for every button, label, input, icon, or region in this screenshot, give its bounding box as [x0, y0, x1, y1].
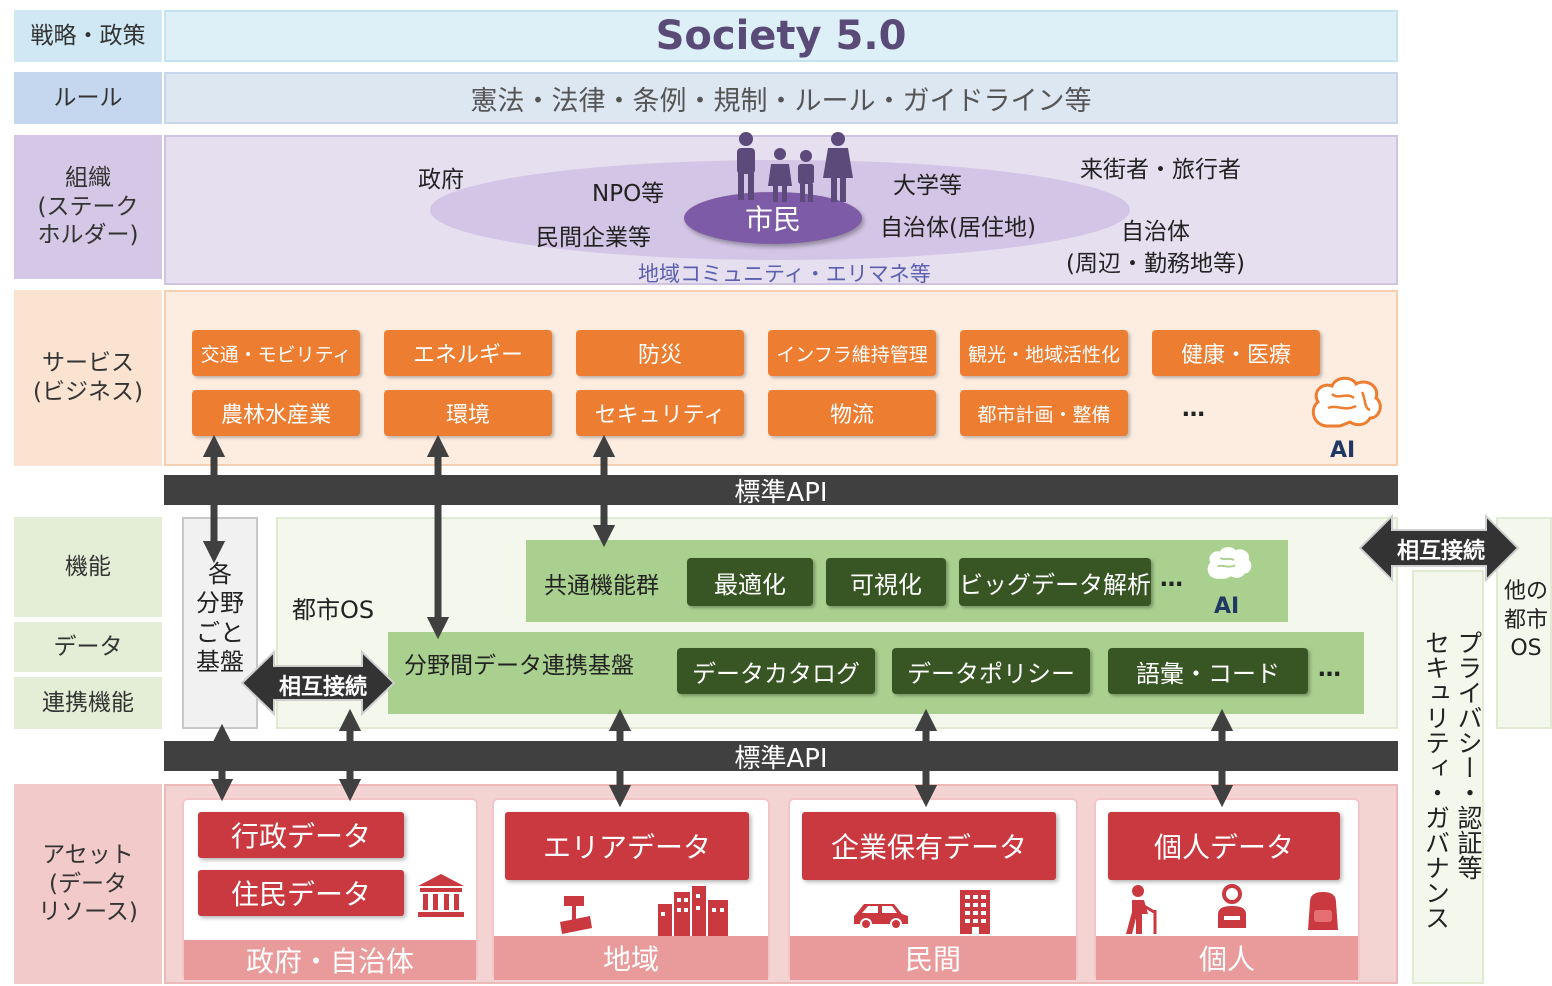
service-band: [164, 290, 1398, 466]
stakeholder-government: 政府: [418, 167, 464, 193]
stakeholder-community: 地域コミュニティ・エリマネ等: [638, 262, 931, 286]
society-title: Society 5.0: [655, 13, 907, 59]
ai-brain-icon: [1311, 376, 1382, 428]
service-more: …: [1182, 396, 1205, 422]
function-more: …: [1160, 566, 1183, 592]
row-label-strategy: 戦略・政策: [14, 10, 162, 62]
mutual-connect-arrow-left: [240, 649, 396, 717]
mutual-connect-label-left: 相互接続: [278, 675, 367, 700]
person-icon: [1218, 884, 1246, 928]
service-item: 都市計画・整備: [960, 390, 1128, 436]
asset-label-personal: 個人: [1096, 936, 1358, 980]
government-building-icon: [418, 874, 464, 917]
stakeholder-npo: NPO等: [592, 181, 665, 207]
stakeholder-municipality-other: 自治体 (周辺・勤務地等): [1066, 219, 1245, 278]
other-city-os-label: 他の 都市 OS: [1503, 579, 1548, 662]
data-catalog: データカタログ: [677, 648, 875, 694]
row-label-asset: アセット (データ リソース): [14, 784, 162, 984]
common-functions-title: 共通機能群: [544, 573, 659, 599]
camera-icon: [560, 896, 592, 934]
row-label-service: サービス (ビジネス): [14, 290, 162, 466]
city-buildings-icon: [658, 886, 728, 936]
service-item: 健康・医療: [1152, 330, 1320, 376]
service-item: 環境: [384, 390, 552, 436]
function-optimize: 最適化: [687, 558, 813, 606]
data-platform-title: 分野間データ連携基盤: [404, 653, 634, 679]
security-governance-column: [1412, 570, 1484, 984]
elderly-person-icon: [1126, 885, 1157, 934]
asset-resident-data: 住民データ: [198, 870, 404, 916]
service-item: 物流: [768, 390, 936, 436]
family-icon: [737, 132, 853, 202]
asset-area-data: エリアデータ: [505, 812, 749, 880]
row-label-organization: 組織 (ステーク ホルダー): [14, 135, 162, 279]
ai-label-service: AI: [1330, 438, 1356, 463]
stakeholder-university: 大学等: [893, 173, 962, 199]
asset-label-government: 政府・自治体: [184, 940, 476, 980]
function-bigdata: ビッグデータ解析: [959, 558, 1151, 606]
stakeholder-municipality-home: 自治体(居住地): [880, 215, 1036, 241]
function-visualize: 可視化: [826, 558, 946, 606]
standard-api-bar-bottom: 標準API: [164, 741, 1398, 774]
row-label-link: 連携機能: [14, 677, 162, 729]
asset-admin-data: 行政データ: [198, 812, 404, 858]
standard-api-bar-top: 標準API: [164, 475, 1398, 508]
car-icon: [854, 904, 908, 930]
rule-band: 憲法・法律・条例・規制・ルール・ガイドライン等: [164, 72, 1398, 124]
society-band: Society 5.0: [164, 10, 1398, 62]
asset-label-private: 民間: [790, 936, 1076, 980]
stakeholder-company: 民間企業等: [536, 225, 651, 251]
mutual-connect-label-right: 相互接続: [1396, 539, 1485, 564]
row-label-data: データ: [14, 622, 162, 672]
mutual-connect-arrow-right: [1358, 513, 1520, 583]
other-city-os-box: [1496, 517, 1552, 729]
rule-text: 憲法・法律・条例・規制・ルール・ガイドライン等: [470, 85, 1092, 117]
asset-personal-data: 個人データ: [1108, 812, 1340, 880]
vocabulary-code: 語彙・コード: [1108, 648, 1308, 694]
service-item: インフラ維持管理: [768, 330, 936, 376]
ai-brain-icon-small: [1207, 546, 1252, 579]
service-item: エネルギー: [384, 330, 552, 376]
citizen-label: 市民: [744, 203, 801, 236]
service-item: 交通・モビリティ: [192, 330, 360, 376]
row-label-rule: ルール: [14, 72, 162, 124]
asset-company-data: 企業保有データ: [802, 812, 1056, 880]
data-platform-more: …: [1318, 656, 1341, 682]
field-platform-label: 各 分野 ごと 基盤: [196, 560, 244, 676]
city-os-label: 都市OS: [292, 596, 375, 624]
ai-label-function: AI: [1214, 594, 1240, 619]
security-governance-label: プライバシー・認証等 セキュリティ・ガバナンス: [1421, 630, 1484, 930]
data-policy: データポリシー: [892, 648, 1090, 694]
row-label-function: 機能: [14, 517, 162, 617]
asset-label-area: 地域: [494, 936, 768, 980]
service-item: 防災: [576, 330, 744, 376]
stakeholder-visitors: 来街者・旅行者: [1080, 157, 1241, 183]
backpack-icon: [1308, 892, 1338, 930]
service-item: 農林水産業: [192, 390, 360, 436]
office-building-icon: [960, 890, 990, 934]
service-item: 観光・地域活性化: [960, 330, 1128, 376]
service-item: セキュリティ: [576, 390, 744, 436]
